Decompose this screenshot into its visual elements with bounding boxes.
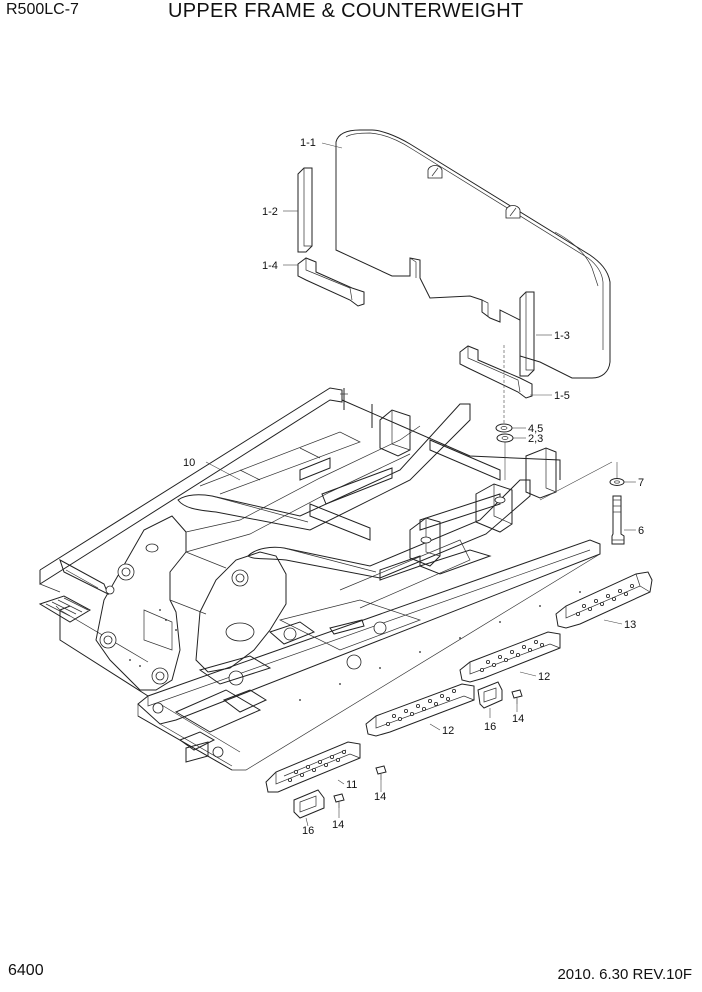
callout-1-4: 1-4 [262, 260, 278, 272]
counterweight [335, 129, 611, 379]
callout-4-5: 4,5 [528, 423, 543, 435]
revision-date: 2010. 6.30 REV.10F [557, 966, 692, 983]
step-13 [555, 571, 653, 629]
bolt-14-b [375, 765, 387, 780]
callout-14-right: 14 [512, 713, 524, 725]
washer-4-5 [495, 423, 513, 433]
callout-16-left: 16 [302, 825, 314, 837]
page-number: 6400 [8, 962, 44, 979]
plate-1-2 [297, 167, 313, 253]
callout-labels: 1-1 1-2 1-4 1-3 1-5 4,5 2,3 10 7 6 13 12… [183, 137, 644, 837]
callout-10: 10 [183, 457, 195, 469]
callout-14-middle: 14 [374, 791, 386, 803]
callout-1-1: 1-1 [300, 137, 316, 149]
callout-14-left: 14 [332, 819, 344, 831]
callout-1-2: 1-2 [262, 206, 278, 218]
step-11 [265, 741, 361, 793]
callout-7: 7 [638, 477, 644, 489]
plate-1-3 [519, 291, 535, 377]
callout-16-right: 16 [484, 721, 496, 733]
callout-11: 11 [346, 779, 357, 791]
page-title: UPPER FRAME & COUNTERWEIGHT [168, 0, 524, 22]
washer-2-3 [496, 433, 514, 443]
washer-7 [609, 478, 625, 486]
bolt-14-a [511, 689, 523, 704]
callout-12-right: 12 [538, 671, 550, 683]
bracket-1-5 [459, 345, 533, 399]
step-12-right [459, 631, 561, 683]
bolt-6 [611, 495, 625, 545]
callout-1-3: 1-3 [554, 330, 570, 342]
callout-1-5: 1-5 [554, 390, 570, 402]
upper-frame [38, 387, 601, 771]
callout-12-left: 12 [442, 725, 454, 737]
model-code: R500LC-7 [6, 1, 79, 18]
callout-2-3: 2,3 [528, 433, 543, 445]
bolt-14-c [333, 793, 345, 808]
step-12-left [365, 683, 475, 737]
handle-16-right [477, 681, 503, 709]
callout-13: 13 [624, 619, 636, 631]
callout-6: 6 [638, 525, 644, 537]
bracket-1-4 [297, 257, 365, 307]
leader-lines [205, 142, 636, 827]
handle-16-left [293, 789, 325, 819]
